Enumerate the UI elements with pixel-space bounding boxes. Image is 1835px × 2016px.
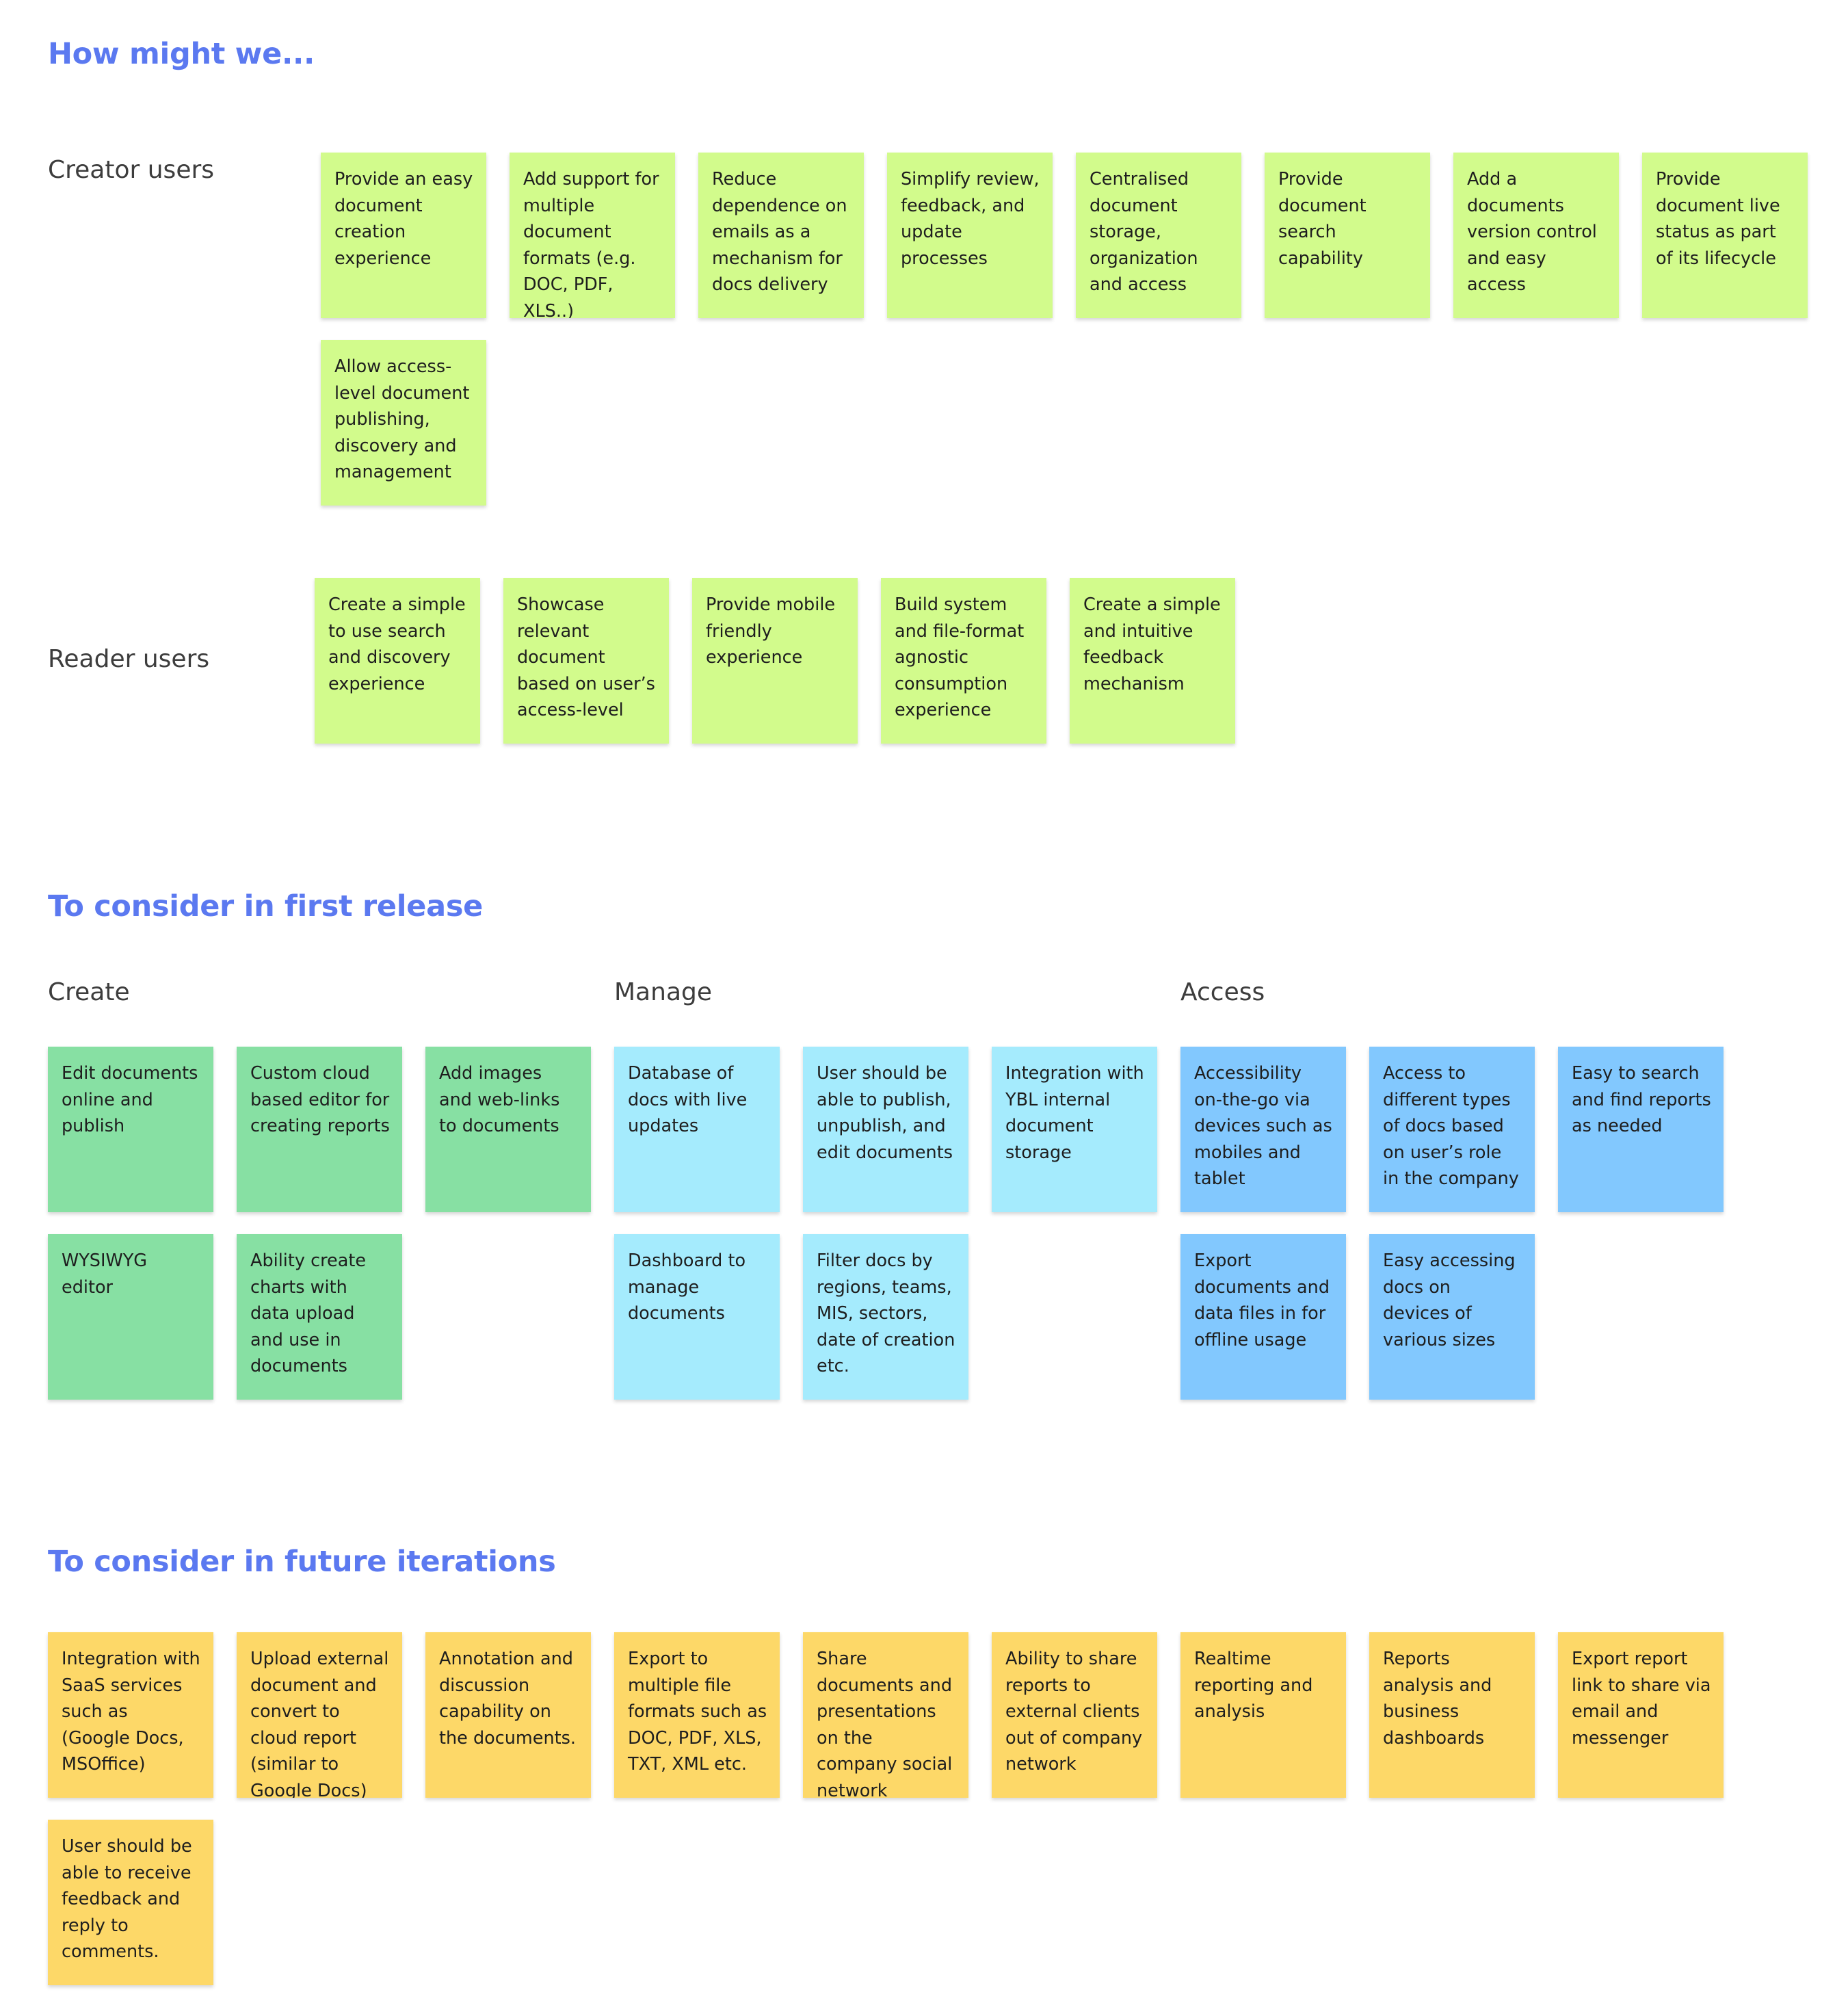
sticky-note-create[interactable]: WYSIWYG editor (48, 1234, 213, 1400)
sticky-note-future[interactable]: Annotation and discussion capability on … (425, 1632, 591, 1798)
group-label-create: Create (48, 978, 130, 1006)
sticky-note-reader[interactable]: Provide mobile friendly experience (692, 578, 858, 744)
sticky-note-manage[interactable]: User should be able to publish, unpublis… (803, 1047, 968, 1212)
group-label-manage: Manage (614, 978, 712, 1006)
sticky-note-access[interactable]: Export documents and data files in for o… (1180, 1234, 1346, 1400)
sticky-note-create[interactable]: Ability create charts with data upload a… (237, 1234, 402, 1400)
sticky-note-creator[interactable]: Simplify review, feedback, and update pr… (887, 153, 1053, 318)
heading-how-might-we: How might we... (48, 37, 315, 71)
sticky-note-access[interactable]: Access to different types of docs based … (1369, 1047, 1535, 1212)
sticky-note-future[interactable]: Ability to share reports to external cli… (992, 1632, 1157, 1798)
sticky-note-creator[interactable]: Allow access-level document publishing, … (321, 340, 486, 506)
sticky-note-manage[interactable]: Integration with YBL internal document s… (992, 1047, 1157, 1212)
sticky-note-access[interactable]: Easy to search and find reports as neede… (1558, 1047, 1724, 1212)
sticky-note-future[interactable]: Export to multiple file formats such as … (614, 1632, 780, 1798)
sticky-note-future[interactable]: User should be able to receive feedback … (48, 1820, 213, 1985)
sticky-note-manage[interactable]: Database of docs with live updates (614, 1047, 780, 1212)
sticky-note-creator[interactable]: Provide document search capability (1265, 153, 1430, 318)
group-label-creator-users: Creator users (48, 156, 215, 184)
sticky-note-future[interactable]: Reports analysis and business dashboards (1369, 1632, 1535, 1798)
sticky-note-future[interactable]: Integration with SaaS services such as (… (48, 1632, 213, 1798)
sticky-note-reader[interactable]: Showcase relevant document based on user… (503, 578, 669, 744)
sticky-note-future[interactable]: Share documents and presentations on the… (803, 1632, 968, 1798)
group-label-access: Access (1180, 978, 1265, 1006)
sticky-note-reader[interactable]: Create a simple to use search and discov… (315, 578, 480, 744)
sticky-note-creator[interactable]: Centralised document storage, organizati… (1076, 153, 1241, 318)
sticky-note-create[interactable]: Custom cloud based editor for creating r… (237, 1047, 402, 1212)
group-label-reader-users: Reader users (48, 645, 210, 673)
sticky-note-reader[interactable]: Build system and file-format agnostic co… (881, 578, 1046, 744)
sticky-note-access[interactable]: Accessibility on-the-go via devices such… (1180, 1047, 1346, 1212)
sticky-note-reader[interactable]: Create a simple and intuitive feedback m… (1070, 578, 1235, 744)
sticky-note-creator[interactable]: Provide document live status as part of … (1642, 153, 1808, 318)
sticky-note-creator[interactable]: Add a documents version control and easy… (1453, 153, 1619, 318)
sticky-note-create[interactable]: Edit documents online and publish (48, 1047, 213, 1212)
sticky-note-future[interactable]: Export report link to share via email an… (1558, 1632, 1724, 1798)
sticky-note-creator[interactable]: Reduce dependence on emails as a mechani… (698, 153, 864, 318)
heading-first-release: To consider in first release (48, 889, 483, 924)
sticky-note-creator[interactable]: Provide an easy document creation experi… (321, 153, 486, 318)
sticky-note-creator[interactable]: Add support for multiple document format… (510, 153, 675, 318)
sticky-note-future[interactable]: Upload external document and convert to … (237, 1632, 402, 1798)
heading-future-iterations: To consider in future iterations (48, 1545, 556, 1579)
sticky-note-future[interactable]: Realtime reporting and analysis (1180, 1632, 1346, 1798)
sticky-note-access[interactable]: Easy accessing docs on devices of variou… (1369, 1234, 1535, 1400)
sticky-note-manage[interactable]: Dashboard to manage documents (614, 1234, 780, 1400)
sticky-note-create[interactable]: Add images and web-links to documents (425, 1047, 591, 1212)
sticky-note-manage[interactable]: Filter docs by regions, teams, MIS, sect… (803, 1234, 968, 1400)
